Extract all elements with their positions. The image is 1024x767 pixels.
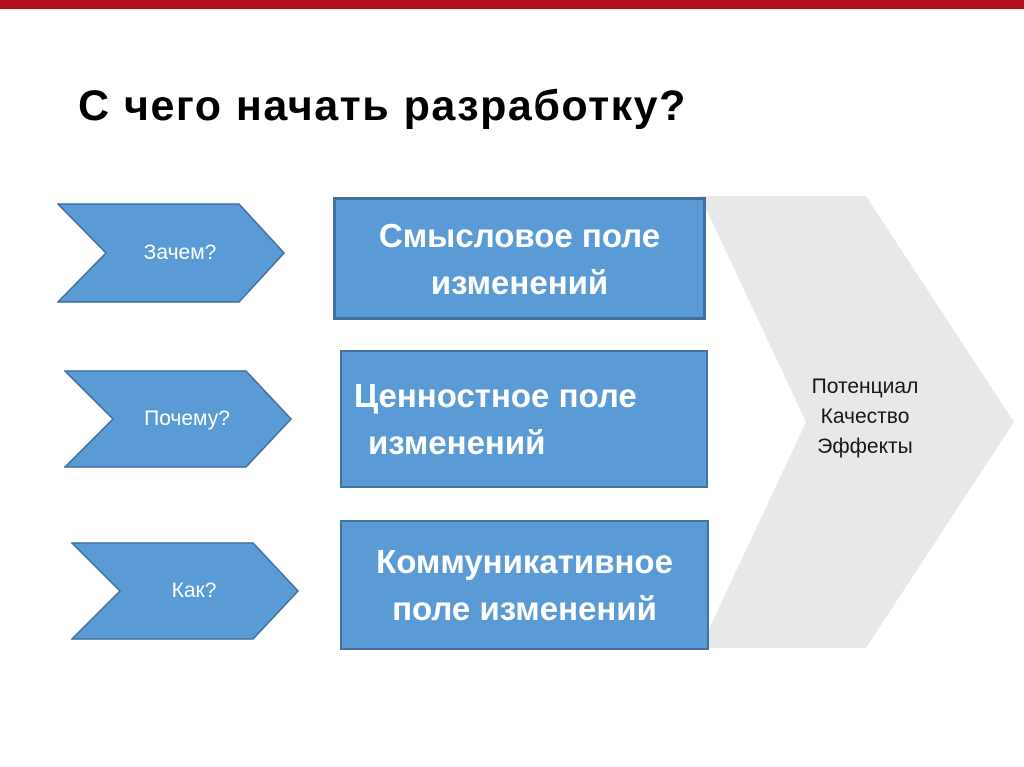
box-text-line: Смысловое поле	[378, 216, 661, 254]
slide-top-edge	[0, 9, 1024, 10]
chevron-line-quality: Качество	[820, 405, 910, 428]
chevron-line-effects: Эффекты	[817, 435, 913, 458]
chevron-text-block: Потенциал Качество Эффекты	[755, 372, 975, 462]
box-value-field: Ценностное поле изменений	[340, 350, 708, 488]
arrow-why: Почему?	[64, 370, 292, 468]
chevron-right-icon	[57, 203, 285, 303]
top-red-strip	[0, 0, 1024, 9]
box-text-line: Коммуникативное	[376, 543, 673, 580]
box-text-line: Ценностное поле	[354, 377, 637, 414]
arrow-why-for: Зачем?	[57, 203, 285, 303]
chevron-right-icon	[64, 370, 292, 468]
page-title: С чего начать разработку?	[78, 82, 687, 130]
arrow-label: Почему?	[144, 407, 230, 430]
box-communicative-field: Коммуникативное поле изменений	[340, 520, 709, 650]
arrow-label: Как?	[171, 579, 217, 602]
chevron-right-icon	[71, 542, 299, 640]
box-text-line: поле изменений	[392, 590, 657, 627]
box-semantic-field: Смысловое поле изменений	[333, 197, 706, 320]
chevron-line-potential: Потенциал	[811, 375, 919, 398]
arrow-how: Как?	[71, 542, 299, 640]
arrow-label: Зачем?	[143, 241, 217, 264]
box-text-line: изменений	[430, 263, 609, 301]
box-text-line: изменений	[368, 424, 546, 461]
